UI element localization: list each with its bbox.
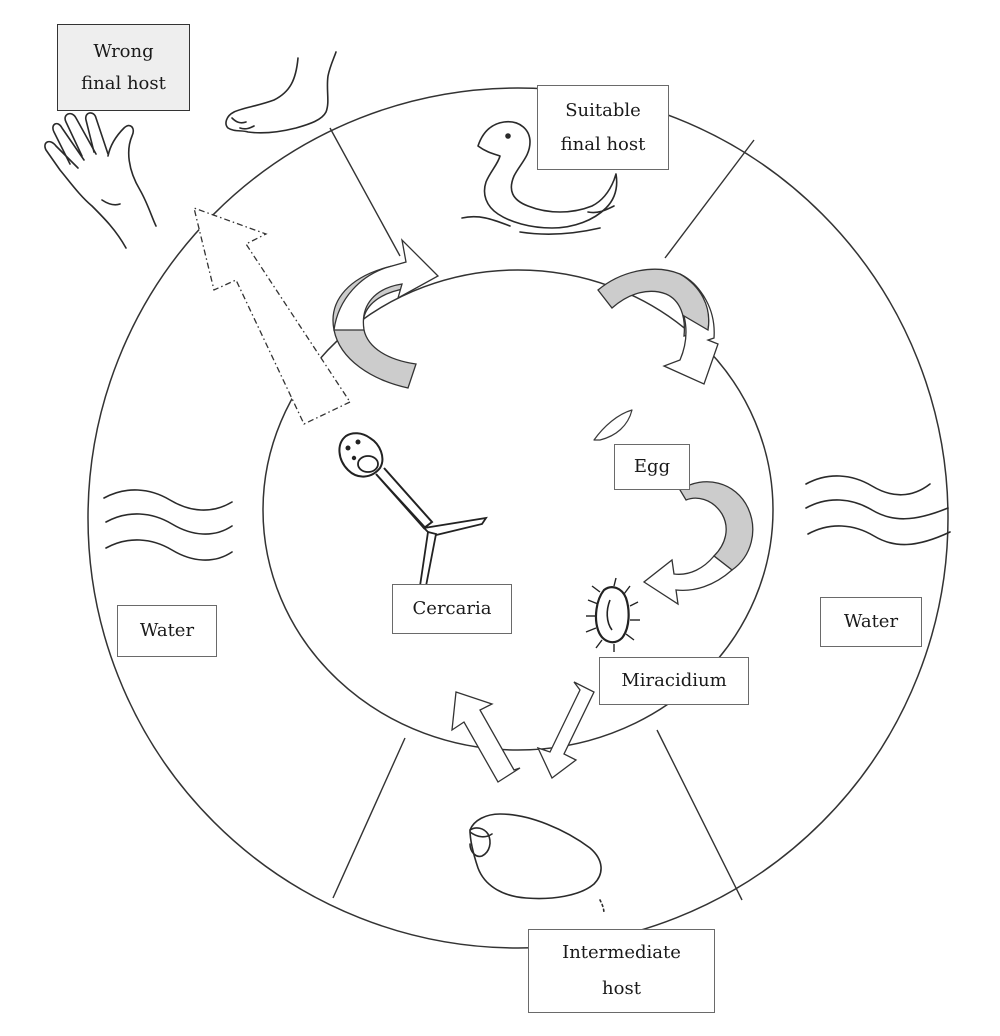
water-right-label: Water (820, 597, 922, 647)
curved-arrow-to-final-host (332, 238, 440, 389)
cercaria-label: Cercaria (392, 584, 512, 634)
suitable-final-host-label: Suitable final host (537, 85, 669, 170)
water-waves-icon (805, 475, 951, 546)
sector-dividers (329, 127, 755, 901)
water-left-label: Water (117, 605, 217, 657)
inner-ring (262, 269, 774, 751)
miracidium-label: Miracidium (599, 657, 749, 705)
egg-icon (593, 409, 633, 441)
snail-icon (469, 813, 605, 915)
curved-arrow-egg-to-miracidium (642, 481, 754, 606)
cercaria-icon (338, 432, 488, 587)
hand-icon (44, 112, 157, 249)
intermediate-host-label: Intermediate host (528, 929, 715, 1013)
foot-icon (225, 51, 337, 134)
dashed-arrow-to-wrong-host (193, 206, 351, 425)
water-waves-icon (103, 489, 233, 561)
outer-ring (87, 87, 949, 949)
egg-label: Egg (614, 444, 690, 490)
wrong-final-host-label: Wrong final host (57, 24, 190, 111)
miracidium-icon (585, 577, 640, 652)
arrow-snail-to-cercaria (451, 691, 521, 783)
curved-arrow-from-final-host (597, 268, 719, 385)
arrow-miracidium-to-snail (536, 681, 595, 780)
duck-icon (461, 120, 618, 235)
